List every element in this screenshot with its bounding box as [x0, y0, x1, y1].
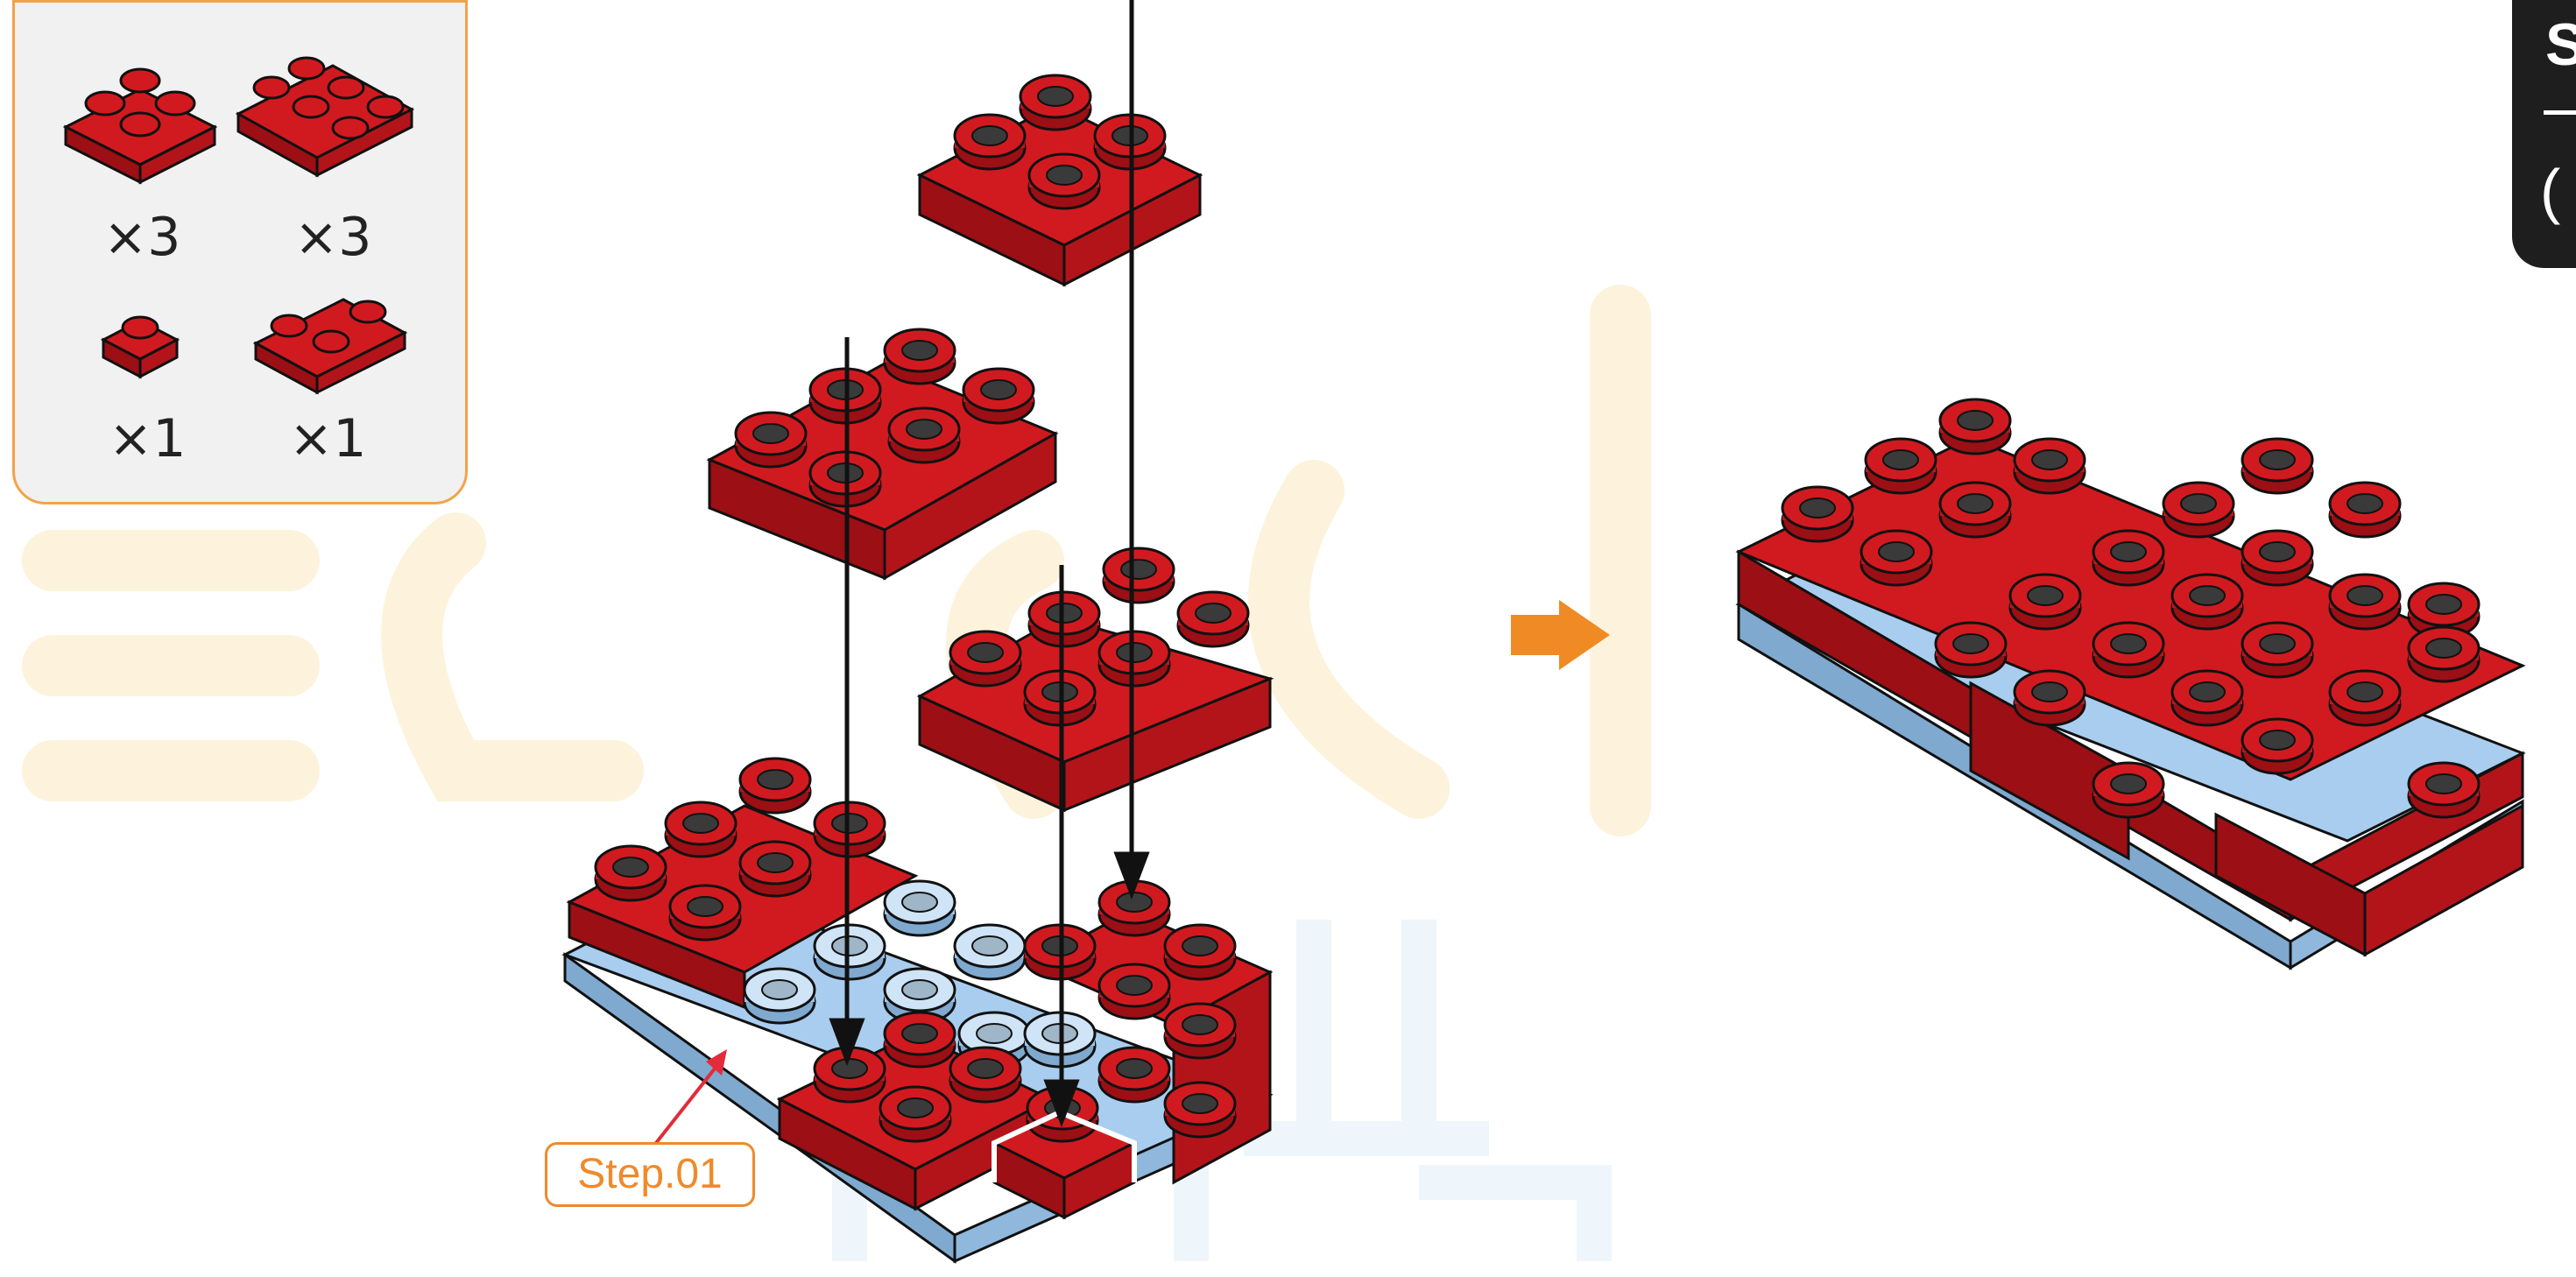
down-arrow-icon: [1043, 565, 1080, 1128]
down-arrow-icon: [829, 337, 865, 1067]
parts-list-panel: [12, 0, 468, 504]
step-number-tab: [2512, 0, 2576, 268]
step-callout-label: Step.01: [545, 1142, 755, 1207]
plate-2x3-middle: [706, 328, 1059, 581]
part-1x2-plate-icon: [252, 298, 408, 395]
arrow-right-icon: [1511, 600, 1610, 670]
part-quantity: ×1: [289, 408, 367, 469]
step-tab-divider: [2544, 110, 2576, 115]
result-assembly: [1735, 398, 2526, 970]
step-tab-label: S: [2545, 11, 2576, 78]
plate-1x1-target: [991, 1085, 1138, 1220]
step-tab-sub: (: [2540, 157, 2561, 225]
part-quantity: ×1: [109, 408, 187, 469]
plate-2x2-middle: [916, 547, 1274, 813]
plate-2x2-top: [916, 74, 1203, 287]
base-assembly: [561, 757, 1274, 1264]
parts-list-art: [62, 56, 415, 395]
pointer-arrow-icon: [651, 1049, 727, 1149]
part-2x2-plate-icon: [62, 67, 218, 185]
part-2x3-plate-icon: [235, 56, 415, 178]
part-quantity: ×3: [294, 207, 372, 268]
down-arrow-icon: [1113, 0, 1150, 900]
part-1x1-plate-icon: [100, 315, 180, 379]
part-quantity: ×3: [103, 207, 181, 268]
